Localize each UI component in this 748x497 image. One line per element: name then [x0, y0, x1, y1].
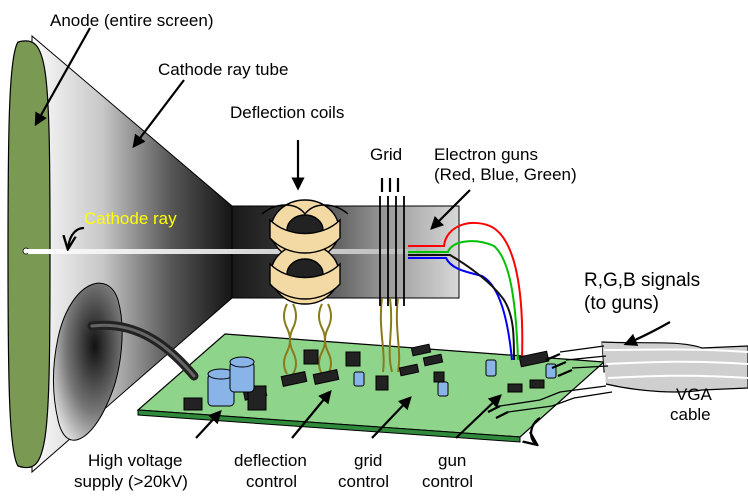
chips	[183, 343, 550, 411]
cathode-ray-arrow	[68, 226, 85, 248]
grid-label: Grid	[370, 145, 402, 164]
vga-pointer	[531, 417, 541, 444]
hv-label-1: High voltage	[88, 451, 183, 470]
gun-label-1: gun	[438, 451, 466, 470]
coil-wires	[283, 303, 332, 375]
signals-arrow	[623, 321, 671, 346]
vga-label-2: cable	[670, 405, 711, 424]
coils-label: Deflection coils	[230, 103, 344, 122]
guns-label-2: (Red, Blue, Green)	[434, 165, 577, 184]
signals-label-2: (to guns)	[584, 293, 659, 314]
crt-label: Cathode ray tube	[158, 60, 288, 79]
guns-arrow	[430, 189, 471, 230]
deflection-coils	[261, 199, 349, 305]
cathode-ray-label: Cathode ray	[84, 209, 177, 228]
cathode-ray-beam	[28, 249, 416, 254]
defl-label-2: control	[246, 472, 297, 491]
gun-arrow	[455, 394, 502, 439]
vga-cable	[601, 341, 748, 393]
capacitors	[207, 356, 557, 407]
hv-label-2: supply (>20kV)	[74, 472, 188, 491]
signals-label-1: R,G,B signals	[584, 270, 700, 291]
gun-wires	[408, 221, 524, 361]
gridc-label-1: grid	[354, 451, 382, 470]
defl-arrow	[291, 389, 332, 439]
arrows	[34, 27, 671, 444]
gridc-arrow	[371, 396, 412, 439]
gun-label-2: control	[422, 472, 473, 491]
grid-arrow-lines	[380, 178, 400, 192]
defl-label-1: deflection	[234, 451, 307, 470]
grid-wires	[379, 297, 401, 373]
grid-plates	[379, 196, 405, 306]
board-edge	[137, 409, 521, 443]
signal-arrowheads	[487, 352, 573, 419]
anode-label: Anode (entire screen)	[50, 11, 213, 30]
gridc-label-2: control	[338, 472, 389, 491]
vga-label-1: VGA	[676, 385, 713, 404]
hv-cable-highlight	[90, 323, 196, 378]
guns-label-1: Electron guns	[434, 145, 538, 164]
crt-arrow	[132, 79, 185, 149]
anode-arrow	[34, 27, 91, 127]
hv-arrow	[195, 410, 222, 439]
vga-signal-wires	[499, 345, 613, 413]
screen-anode	[7, 40, 51, 469]
